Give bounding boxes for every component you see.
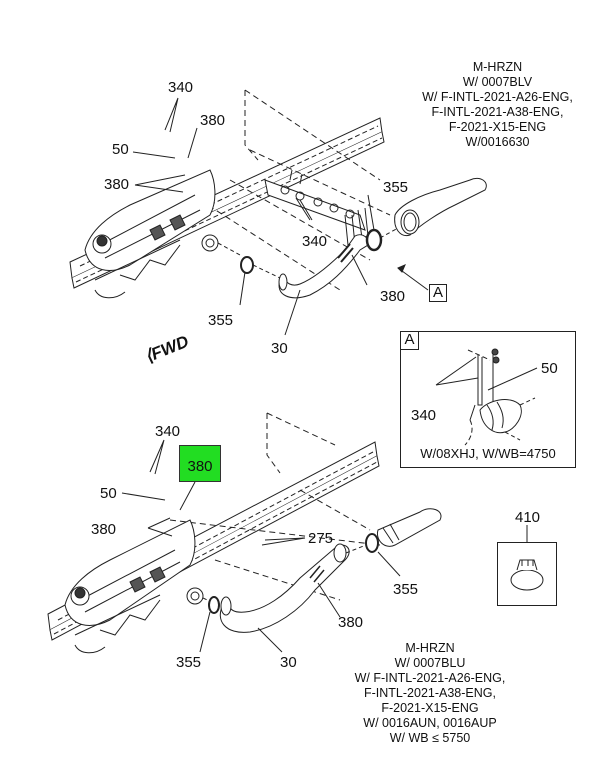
lower-leaders	[121, 439, 401, 653]
callout-340-upper-bracket: 340	[302, 233, 328, 250]
callout-355-lower-right: 355	[393, 581, 419, 598]
lower-exhaust-pipe	[376, 508, 442, 547]
note-line: W/ 0007BLU	[394, 656, 466, 670]
note-line: F-2021-X15-ENG	[381, 701, 479, 715]
detail-a-drawing	[435, 348, 538, 446]
upper-leaders	[132, 97, 429, 336]
highlighted-callout-380[interactable]: 380	[179, 445, 221, 482]
callout-355-upper-right: 355	[383, 179, 409, 196]
callout-380-upper-left: 380	[104, 176, 130, 193]
callout-50-upper: 50	[112, 141, 129, 158]
note-line: W/0016630	[465, 135, 530, 149]
callout-30-upper: 30	[271, 340, 288, 357]
view-ref-a: A	[429, 284, 447, 302]
note-line: F-INTL-2021-A38-ENG,	[431, 105, 564, 119]
lower-crossmember	[169, 412, 381, 601]
callout-340-upper: 340	[168, 79, 194, 96]
upper-engine-block	[84, 169, 216, 299]
callout-380-lower-hose: 380	[338, 614, 364, 631]
lower-hose-30	[219, 543, 350, 633]
upper-turbo-outlet	[201, 234, 241, 256]
highlighted-callout-380-label: 380	[187, 458, 213, 475]
detail-a-callout-50: 50	[541, 360, 558, 377]
note-line: W/ F-INTL-2021-A26-ENG,	[354, 671, 506, 685]
lower-turbo-outlet	[186, 587, 219, 606]
callout-410: 410	[515, 509, 541, 526]
detail-a-caption: W/08XHJ, W/WB=4750	[420, 446, 556, 461]
note-line: F-2021-X15-ENG	[448, 120, 547, 134]
lower-applicability-note: M-HRZN W/ 0007BLU W/ F-INTL-2021-A26-ENG…	[345, 641, 515, 746]
callout-380-upper-top: 380	[200, 112, 226, 129]
part-410-clamp-icon	[510, 525, 544, 591]
callout-50-lower: 50	[100, 485, 117, 502]
lower-clamp-355-right	[345, 533, 379, 554]
note-line: W/ F-INTL-2021-A26-ENG,	[422, 90, 573, 104]
part-410-box	[497, 542, 557, 606]
callout-355-upper-left: 355	[208, 312, 234, 329]
note-line: W/ 0016AUN, 0016AUP	[363, 716, 497, 730]
lower-clamp-355-left	[208, 596, 220, 614]
callout-275-lower: 275	[308, 530, 334, 547]
note-line: F-INTL-2021-A38-ENG,	[364, 686, 496, 700]
note-line: W/ WB ≤ 5750	[389, 731, 471, 745]
detail-a-inset: A 50 340 W/08XHJ, W/WB=4750	[400, 331, 576, 468]
upper-clamp-355-left	[240, 256, 281, 279]
upper-hose-30	[278, 234, 369, 299]
callout-355-lower-left: 355	[176, 654, 202, 671]
upper-bracket	[264, 169, 369, 246]
note-line: M-HRZN	[405, 641, 455, 655]
callout-340-lower: 340	[155, 423, 181, 440]
detail-a-label: A	[401, 332, 419, 350]
callout-380-lower-left: 380	[91, 521, 117, 538]
lower-engine-block	[64, 519, 196, 654]
upper-applicability-note: M-HRZN W/ 0007BLV W/ F-INTL-2021-A26-ENG…	[415, 60, 580, 150]
note-line: M-HRZN	[472, 60, 523, 74]
detail-a-callout-340: 340	[411, 407, 437, 424]
upper-clamp-355-right	[365, 228, 383, 252]
callout-380-upper-hose: 380	[380, 288, 406, 305]
callout-30-lower: 30	[280, 654, 297, 671]
note-line: W/ 0007BLV	[462, 75, 533, 89]
upper-exhaust-pipe	[379, 177, 487, 239]
